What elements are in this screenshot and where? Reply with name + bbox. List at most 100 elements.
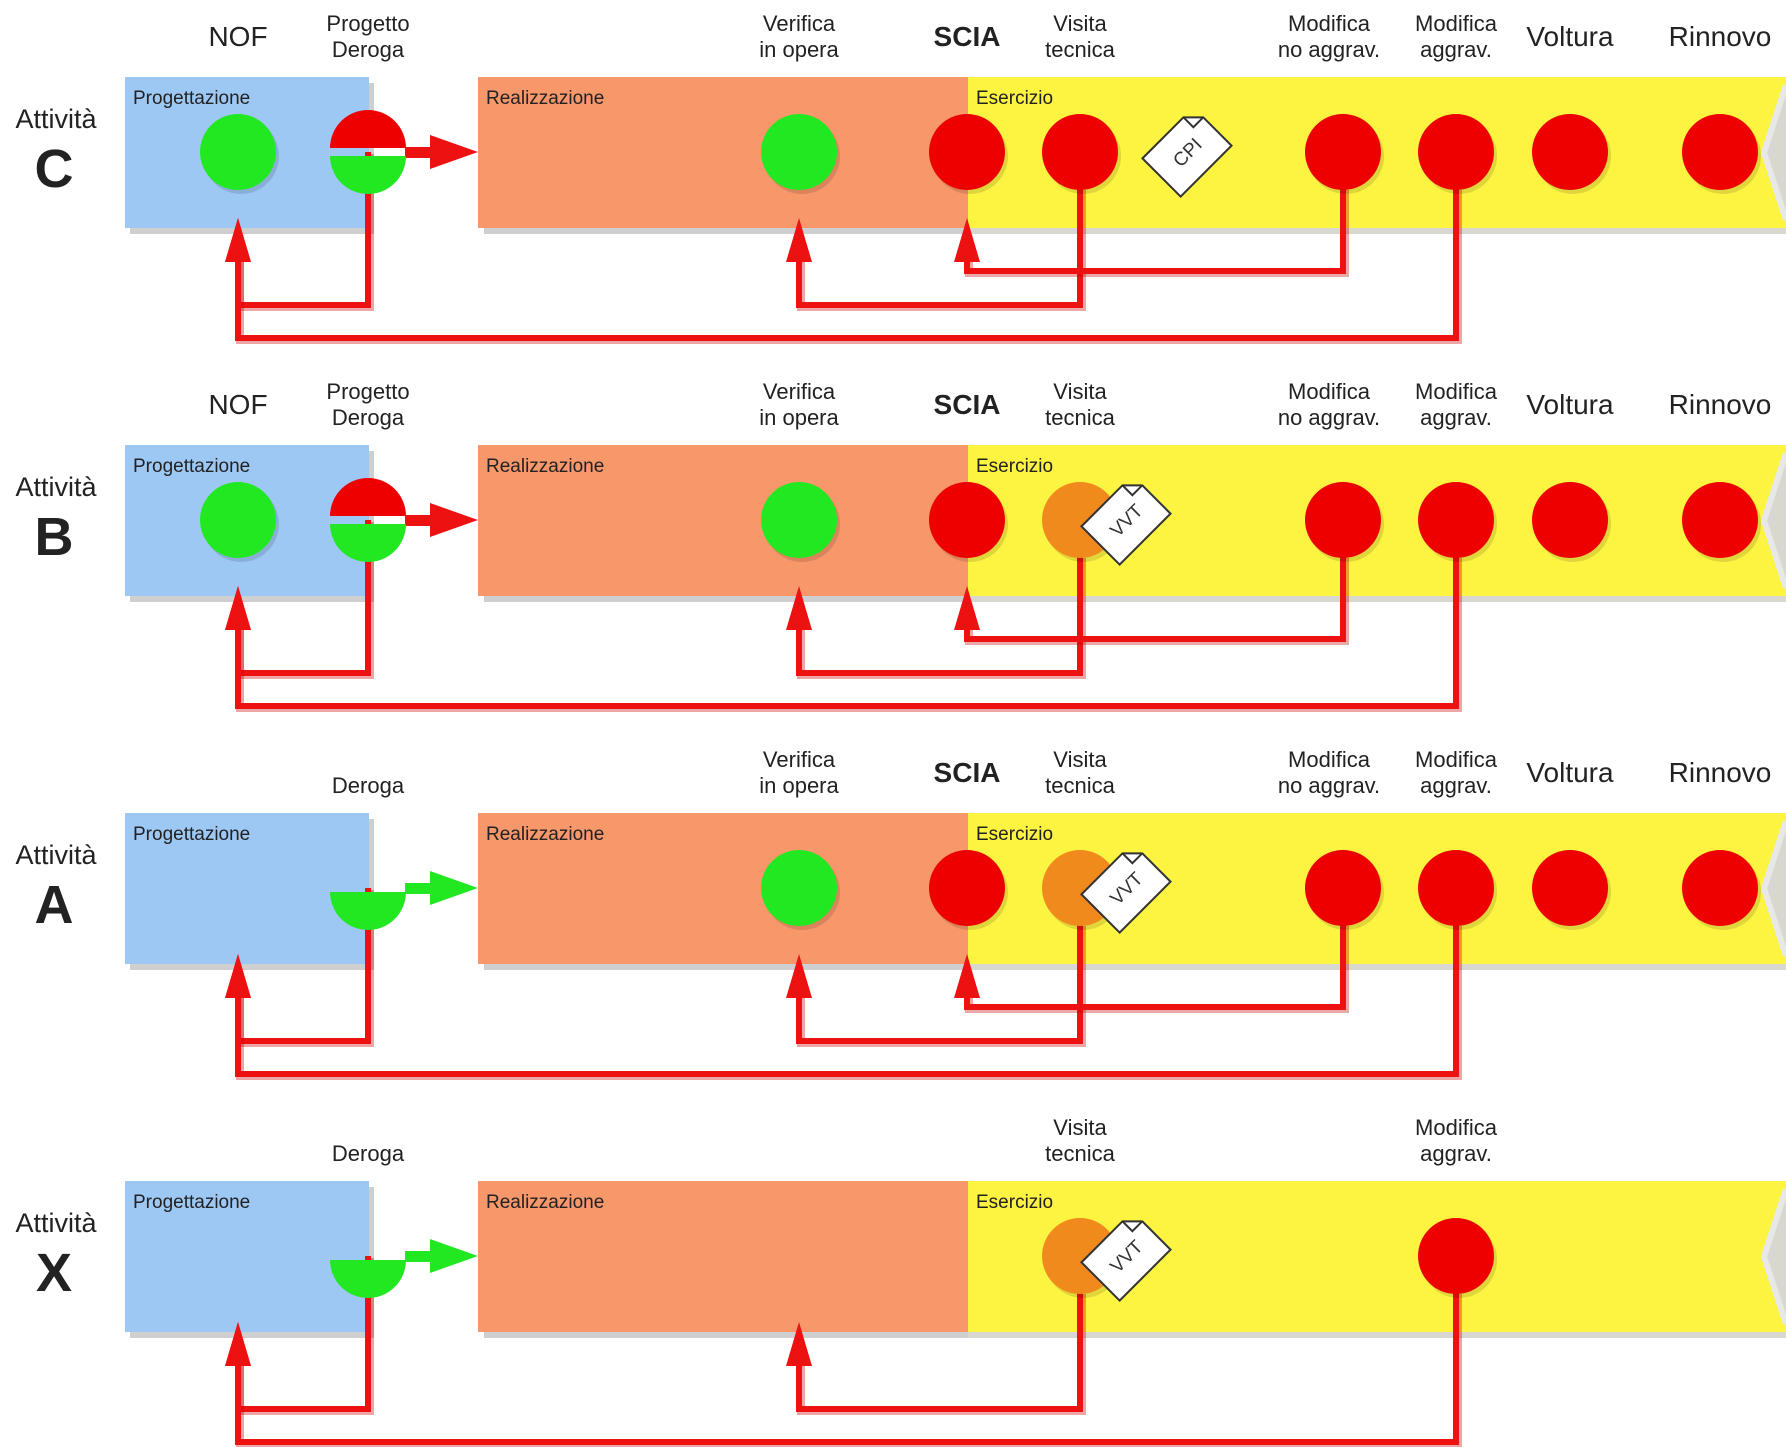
document-icon: VVT	[1080, 852, 1172, 934]
header-verifica: Verifica	[763, 11, 836, 36]
header-mod_no: Modifica	[1288, 747, 1371, 772]
header-scia: SCIA	[934, 757, 1001, 788]
forward-arrow-shaft	[405, 515, 435, 526]
phase-label-progettazione: Progettazione	[133, 824, 250, 845]
header-scia: SCIA	[934, 21, 1001, 52]
feedback-arrow-head	[954, 218, 980, 262]
band-edge	[1760, 84, 1786, 221]
header-progetto: Progetto	[326, 11, 409, 36]
status-dot-voltura	[1532, 850, 1608, 926]
feedback-arrow-head	[225, 954, 251, 998]
header-mod_ag: Modifica	[1415, 379, 1498, 404]
header-voltura: Voltura	[1526, 389, 1614, 420]
status-dot-rinnovo	[1682, 482, 1758, 558]
feedback-loop-line	[235, 924, 1459, 1077]
document-fold	[1121, 852, 1143, 865]
activity-letter: C	[35, 139, 74, 199]
status-dot-nof	[200, 482, 276, 558]
activity-prefix: Attività	[15, 840, 97, 870]
feedback-loop-line	[235, 1292, 1459, 1445]
header-verifica: in opera	[759, 37, 839, 62]
status-dot-mod_no	[1305, 114, 1381, 190]
status-dot-voltura	[1532, 114, 1608, 190]
phase-realizzazione	[478, 813, 968, 964]
status-dot-scia	[929, 850, 1005, 926]
forward-arrow-head	[430, 871, 478, 905]
split-dot-top	[330, 110, 406, 148]
status-dot-rinnovo	[1682, 114, 1758, 190]
status-dot-mod_no	[1305, 850, 1381, 926]
split-dot-top	[330, 478, 406, 516]
document-sheet	[1141, 116, 1233, 198]
activity-letter: B	[35, 507, 74, 567]
header-progetto: Deroga	[332, 773, 405, 798]
phase-label-esercizio: Esercizio	[976, 824, 1053, 845]
band-edge	[1760, 820, 1786, 957]
header-voltura: Voltura	[1526, 757, 1614, 788]
status-dot-mod_ag	[1418, 114, 1494, 190]
header-visita: Visita	[1053, 747, 1107, 772]
header-mod_ag: aggrav.	[1420, 1141, 1492, 1166]
header-visita: tecnica	[1045, 773, 1115, 798]
status-dot-verifica	[761, 482, 837, 558]
feedback-loop-line	[796, 924, 1083, 1044]
document-fold	[1121, 484, 1143, 497]
feedback-arrow-head	[225, 1322, 251, 1366]
forward-arrow-shaft	[405, 147, 435, 158]
header-mod_ag: Modifica	[1415, 11, 1498, 36]
split-dot-bottom	[330, 524, 406, 562]
header-mod_ag: aggrav.	[1420, 773, 1492, 798]
header-mod_ag: aggrav.	[1420, 405, 1492, 430]
activity-letter: X	[36, 1243, 72, 1303]
header-visita: tecnica	[1045, 405, 1115, 430]
forward-arrow-head	[430, 503, 478, 537]
document-sheet	[1080, 852, 1172, 934]
activity-prefix: Attività	[15, 472, 97, 502]
document-sheet	[1080, 1220, 1172, 1302]
phase-realizzazione	[478, 445, 968, 596]
feedback-loop-line	[796, 556, 1083, 676]
phase-realizzazione	[478, 77, 968, 228]
forward-arrow-shaft	[405, 883, 435, 894]
document-icon: CPI	[1141, 116, 1233, 198]
activity-prefix: Attività	[15, 104, 97, 134]
status-dot-mod_ag	[1418, 482, 1494, 558]
phase-label-realizzazione: Realizzazione	[486, 824, 604, 845]
document-fold	[1121, 1220, 1143, 1233]
feedback-arrow-head	[786, 954, 812, 998]
status-dot-mod_ag	[1418, 850, 1494, 926]
feedback-arrow-head	[954, 954, 980, 998]
phase-esercizio	[968, 1181, 1786, 1332]
status-dot-mod_no	[1305, 482, 1381, 558]
phase-label-esercizio: Esercizio	[976, 1192, 1053, 1213]
header-verifica: Verifica	[763, 747, 836, 772]
status-dot-scia	[929, 114, 1005, 190]
feedback-loop-line	[964, 556, 1346, 642]
status-dot-mod_ag	[1418, 1218, 1494, 1294]
feedback-loop-line	[235, 188, 1459, 341]
header-visita: tecnica	[1045, 37, 1115, 62]
feedback-arrow-head	[225, 586, 251, 630]
header-mod_no: no aggrav.	[1278, 405, 1380, 430]
document-icon: VVT	[1080, 484, 1172, 566]
feedback-arrow-head	[225, 218, 251, 262]
feedback-loop-line	[796, 188, 1083, 308]
phase-label-realizzazione: Realizzazione	[486, 1192, 604, 1213]
header-voltura: Voltura	[1526, 21, 1614, 52]
phase-label-progettazione: Progettazione	[133, 88, 250, 109]
header-mod_ag: Modifica	[1415, 1115, 1498, 1140]
status-dot-scia	[929, 482, 1005, 558]
header-visita: Visita	[1053, 11, 1107, 36]
feedback-loop-line	[964, 924, 1346, 1010]
band-edge	[1760, 452, 1786, 589]
header-progetto: Deroga	[332, 405, 405, 430]
phase-label-progettazione: Progettazione	[133, 456, 250, 477]
status-dot-verifica	[761, 114, 837, 190]
document-sheet	[1080, 484, 1172, 566]
phase-label-realizzazione: Realizzazione	[486, 88, 604, 109]
phase-label-progettazione: Progettazione	[133, 1192, 250, 1213]
phase-label-esercizio: Esercizio	[976, 88, 1053, 109]
